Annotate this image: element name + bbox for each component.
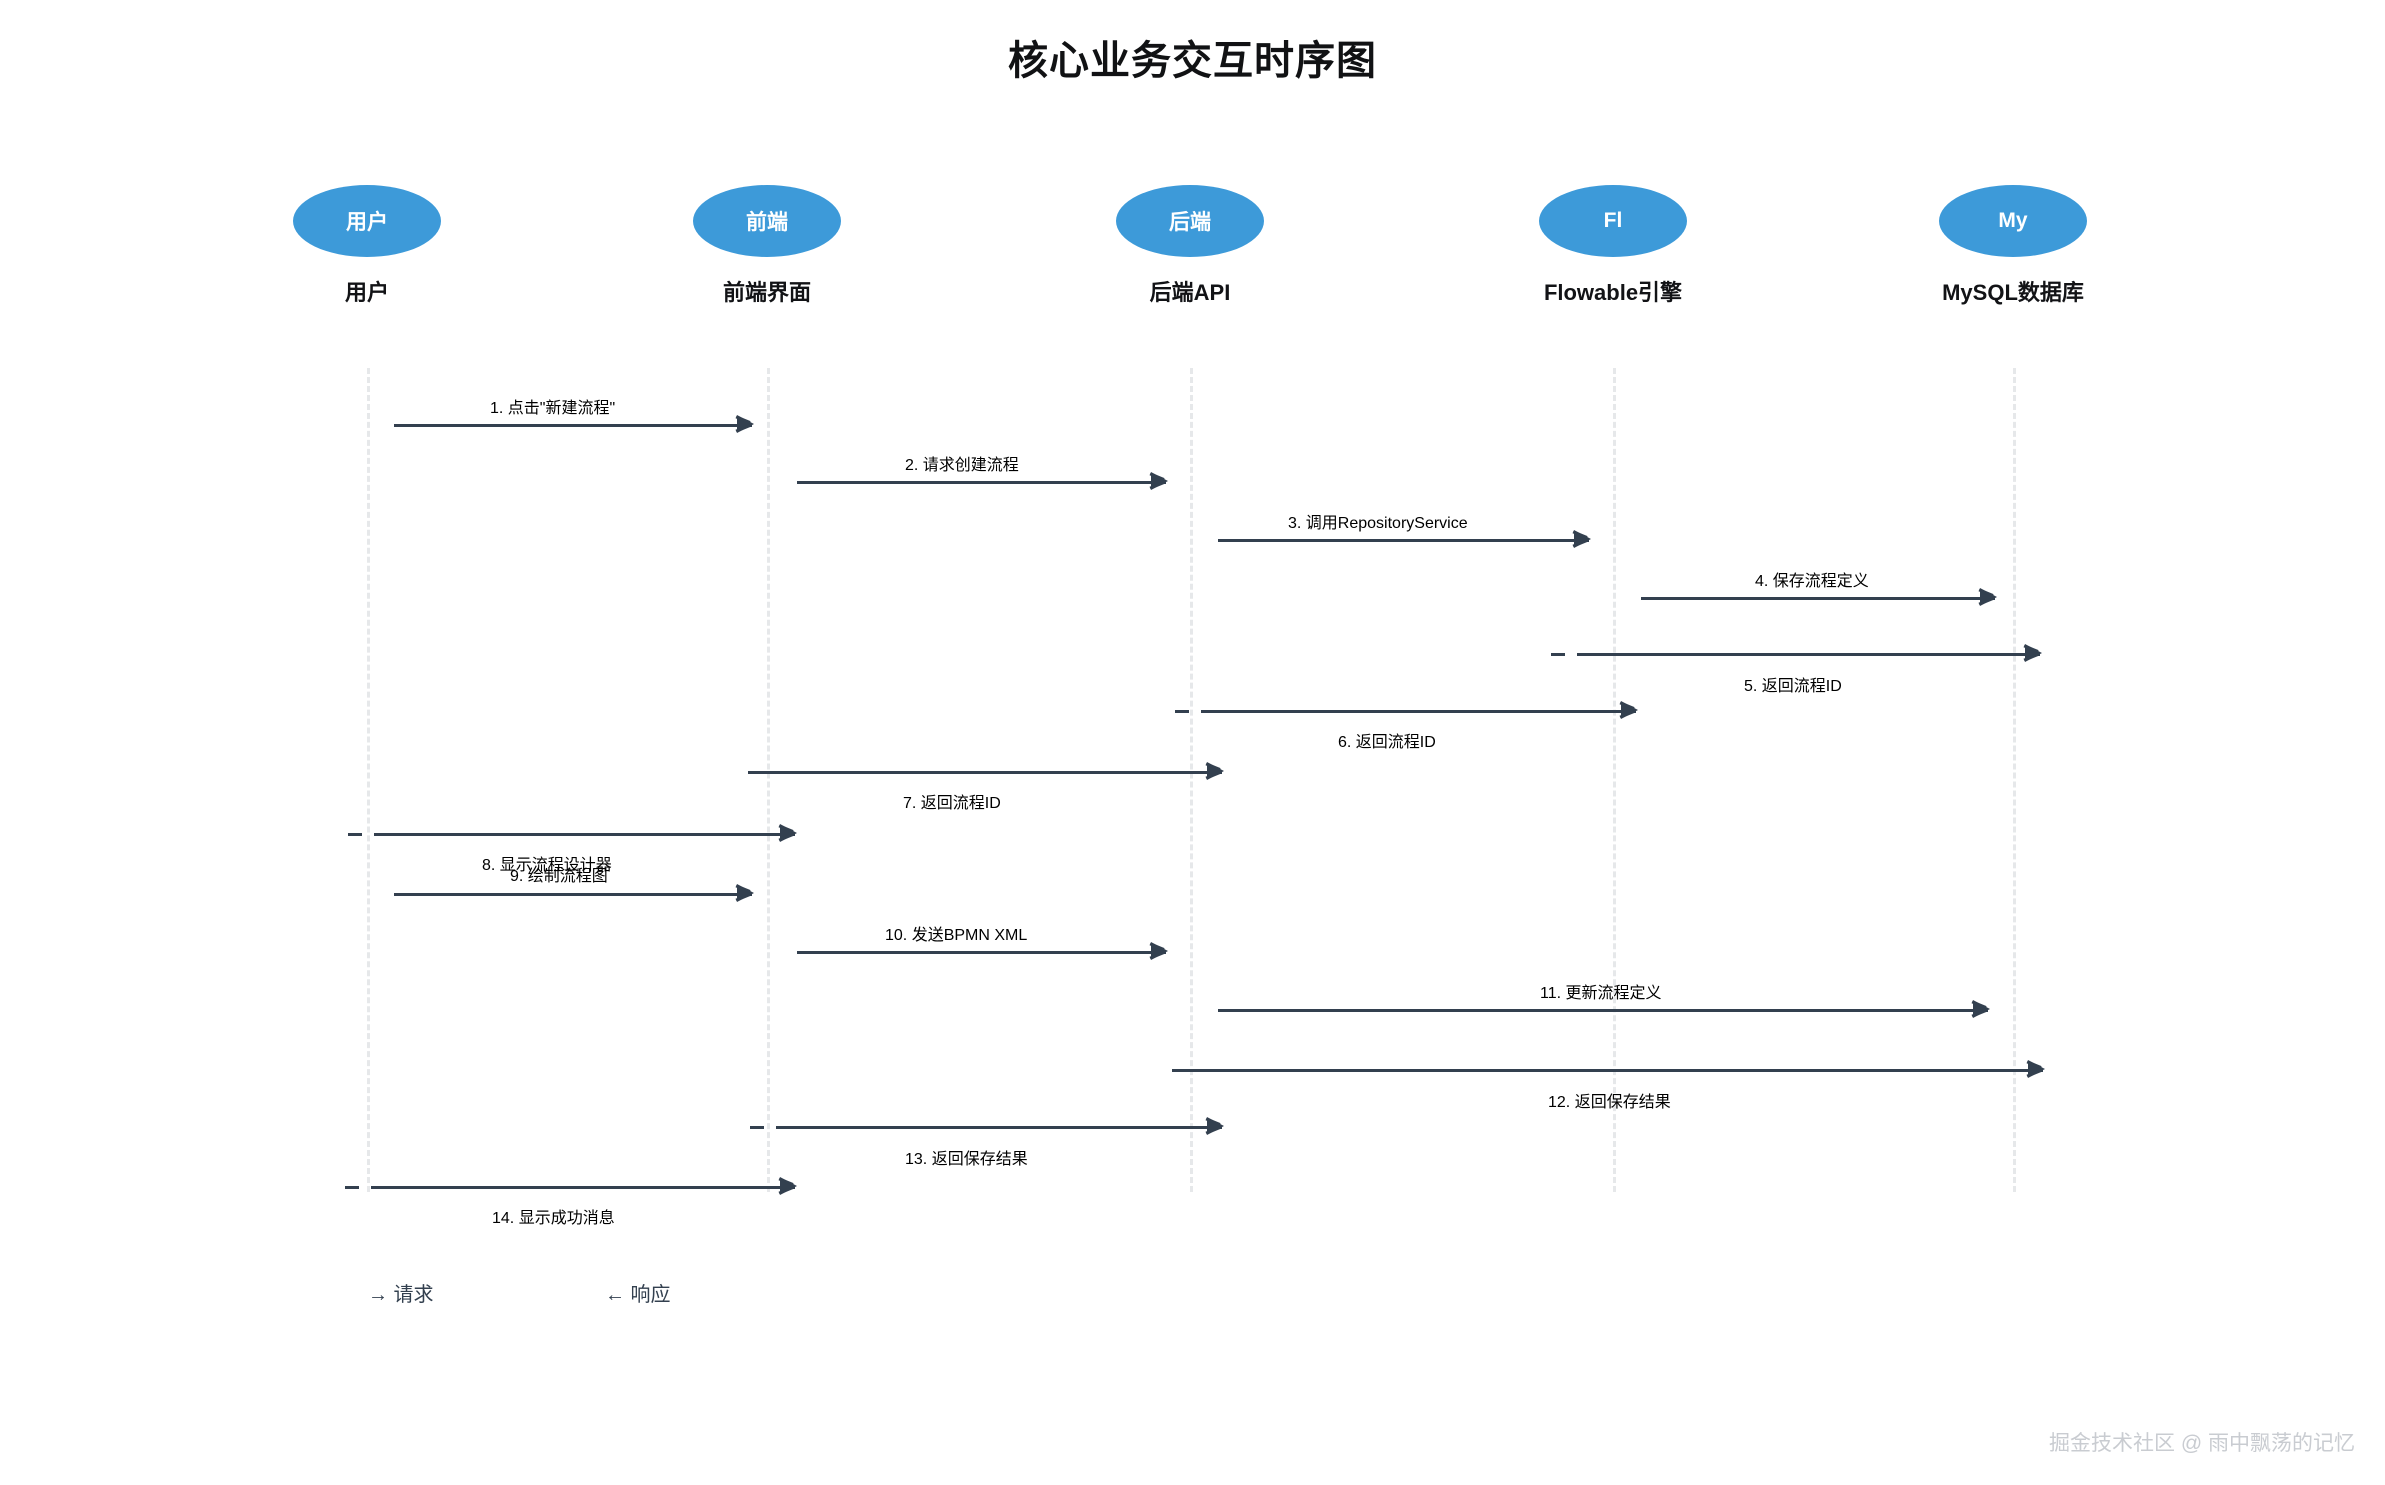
message-line	[394, 424, 752, 427]
message-line	[348, 833, 795, 836]
participant-label: MySQL数据库	[1942, 280, 2084, 305]
message-label-9: 9. 绘制流程图	[510, 868, 608, 885]
message-line	[748, 771, 1222, 774]
message-line	[750, 1126, 1222, 1129]
message-line	[1175, 710, 1636, 713]
participant-label: Flowable引擎	[1543, 280, 1683, 305]
message-label-3: 3. 调用RepositoryService	[1288, 515, 1468, 532]
legend-item-0: → 请求	[368, 1284, 434, 1306]
message-line	[797, 481, 1166, 484]
arrow-head-icon	[2025, 644, 2042, 662]
participant-bubble: 前端	[693, 185, 841, 257]
arrow-head-icon	[1973, 1000, 1990, 1018]
lifeline-0	[367, 368, 370, 1192]
watermark: 掘金技术社区 @ 雨中飘荡的记忆	[2049, 1432, 2355, 1455]
message-line	[1172, 1069, 2043, 1072]
participant-1[interactable]: 前端前端界面	[657, 185, 877, 307]
arrow-head-icon	[1151, 472, 1168, 490]
arrow-head-icon	[1574, 530, 1591, 548]
message-label-14: 14. 显示成功消息	[492, 1210, 615, 1227]
message-label-10: 10. 发送BPMN XML	[885, 927, 1028, 944]
message-label-6: 6. 返回流程ID	[1338, 734, 1436, 751]
message-line	[1218, 1009, 1988, 1012]
message-line	[1218, 539, 1589, 542]
arrow-head-icon	[2028, 1060, 2045, 1078]
lifeline-3	[1613, 368, 1616, 1192]
legend-item-1: ← 响应	[605, 1284, 671, 1306]
participant-label: 前端界面	[722, 280, 811, 305]
page-title: 核心业务交互时序图	[1008, 39, 1377, 83]
message-label-5: 5. 返回流程ID	[1744, 678, 1842, 695]
message-line	[1641, 597, 1995, 600]
arrow-head-icon	[780, 824, 797, 842]
message-label-2: 2. 请求创建流程	[905, 457, 1019, 474]
arrow-head-icon	[1621, 701, 1638, 719]
participant-bubble: 后端	[1116, 185, 1264, 257]
arrow-head-icon	[1151, 942, 1168, 960]
arrow-head-icon	[737, 884, 754, 902]
message-label-8: 8. 显示流程设计器	[482, 857, 612, 874]
participant-bubble: 用户	[293, 185, 441, 257]
arrow-head-icon	[1980, 588, 1997, 606]
message-line	[345, 1186, 795, 1189]
message-label-4: 4. 保存流程定义	[1755, 573, 1869, 590]
message-line	[797, 951, 1166, 954]
arrow-head-icon	[1207, 1117, 1224, 1135]
participant-0[interactable]: 用户用户	[257, 185, 477, 307]
message-label-13: 13. 返回保存结果	[905, 1151, 1028, 1168]
lifeline-2	[1190, 368, 1193, 1192]
lifeline-1	[767, 368, 770, 1192]
arrow-head-icon	[780, 1177, 797, 1195]
message-label-1: 1. 点击"新建流程"	[490, 400, 616, 417]
participant-label: 用户	[344, 280, 389, 305]
participant-label: 后端API	[1149, 280, 1231, 305]
participant-bubble: Fl	[1539, 185, 1687, 257]
lifeline-4	[2013, 368, 2016, 1192]
arrow-head-icon	[737, 415, 754, 433]
arrow-head-icon	[1207, 762, 1224, 780]
message-line	[394, 893, 752, 896]
participant-2[interactable]: 后端后端API	[1080, 185, 1300, 307]
message-line	[1551, 653, 2040, 656]
participant-bubble: My	[1939, 185, 2087, 257]
message-label-11: 11. 更新流程定义	[1540, 985, 1662, 1002]
message-label-7: 7. 返回流程ID	[903, 795, 1001, 812]
message-label-12: 12. 返回保存结果	[1548, 1094, 1671, 1111]
